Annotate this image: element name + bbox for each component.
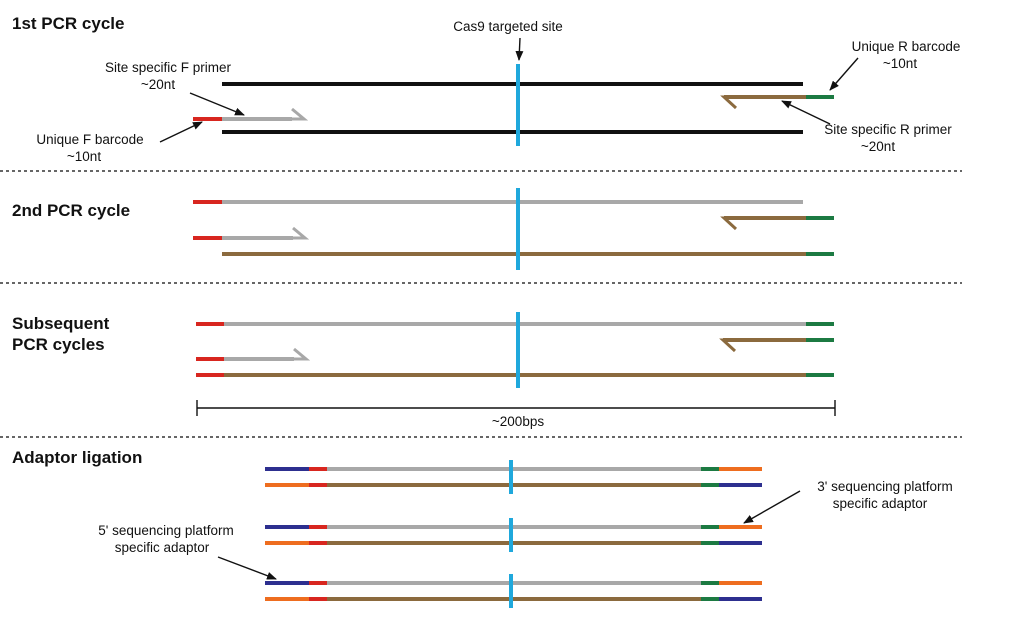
pointer-3prime-adaptor	[743, 490, 801, 524]
label-amplicon-length: ~200bps	[492, 414, 544, 429]
label-r-primer-length: ~20nt	[861, 139, 895, 154]
label-r-primer: Site specific R primer	[824, 122, 952, 137]
label-f-barcode: Unique F barcode	[36, 132, 143, 147]
section-2nd-pcr-cycle: 2nd PCR cycle	[12, 188, 834, 270]
ligated-product-3	[265, 574, 762, 608]
pointer-r-barcode	[829, 57, 859, 91]
reverse-primer-hook	[719, 338, 737, 353]
label-3prime-adaptor-2: specific adaptor	[833, 496, 928, 511]
forward-primer-hook	[293, 347, 311, 361]
section-title-subsequent: Subsequent	[12, 314, 110, 333]
section-title-pcr-cycles: PCR cycles	[12, 335, 105, 354]
pointer-r-primer	[781, 100, 831, 125]
ligated-product-2	[265, 518, 762, 552]
section-adaptor-ligation: Adaptor ligation	[12, 448, 953, 608]
label-r-barcode: Unique R barcode	[852, 39, 961, 54]
pointer-f-primer	[189, 92, 245, 116]
label-r-barcode-length: ~10nt	[883, 56, 917, 71]
ligated-product-1	[265, 460, 762, 494]
amplicon-length-bracket	[196, 400, 836, 416]
forward-primer-hook	[291, 107, 309, 121]
label-f-primer-length: ~20nt	[141, 77, 175, 92]
reverse-primer-hook	[720, 216, 738, 231]
section-1st-pcr-cycle: 1st PCR cycle Cas9 targeted site Site sp…	[12, 14, 960, 164]
reverse-primer-hook	[720, 95, 738, 110]
section-subsequent-pcr-cycles: Subsequent PCR cycles ~200bps	[12, 312, 836, 429]
label-5prime-adaptor-2: specific adaptor	[115, 540, 210, 555]
pointer-f-barcode	[159, 121, 203, 143]
pointer-cas9	[515, 37, 524, 61]
label-3prime-adaptor: 3' sequencing platform	[817, 479, 952, 494]
forward-primer-hook	[292, 226, 310, 240]
label-cas9-targeted-site: Cas9 targeted site	[453, 19, 563, 34]
pointer-5prime-adaptor	[217, 556, 277, 580]
section-title-2nd-pcr-cycle: 2nd PCR cycle	[12, 201, 130, 220]
label-5prime-adaptor: 5' sequencing platform	[98, 523, 233, 538]
label-f-barcode-length: ~10nt	[67, 149, 101, 164]
section-title-1st-pcr-cycle: 1st PCR cycle	[12, 14, 124, 33]
section-title-adaptor-ligation: Adaptor ligation	[12, 448, 142, 467]
label-f-primer: Site specific F primer	[105, 60, 232, 75]
